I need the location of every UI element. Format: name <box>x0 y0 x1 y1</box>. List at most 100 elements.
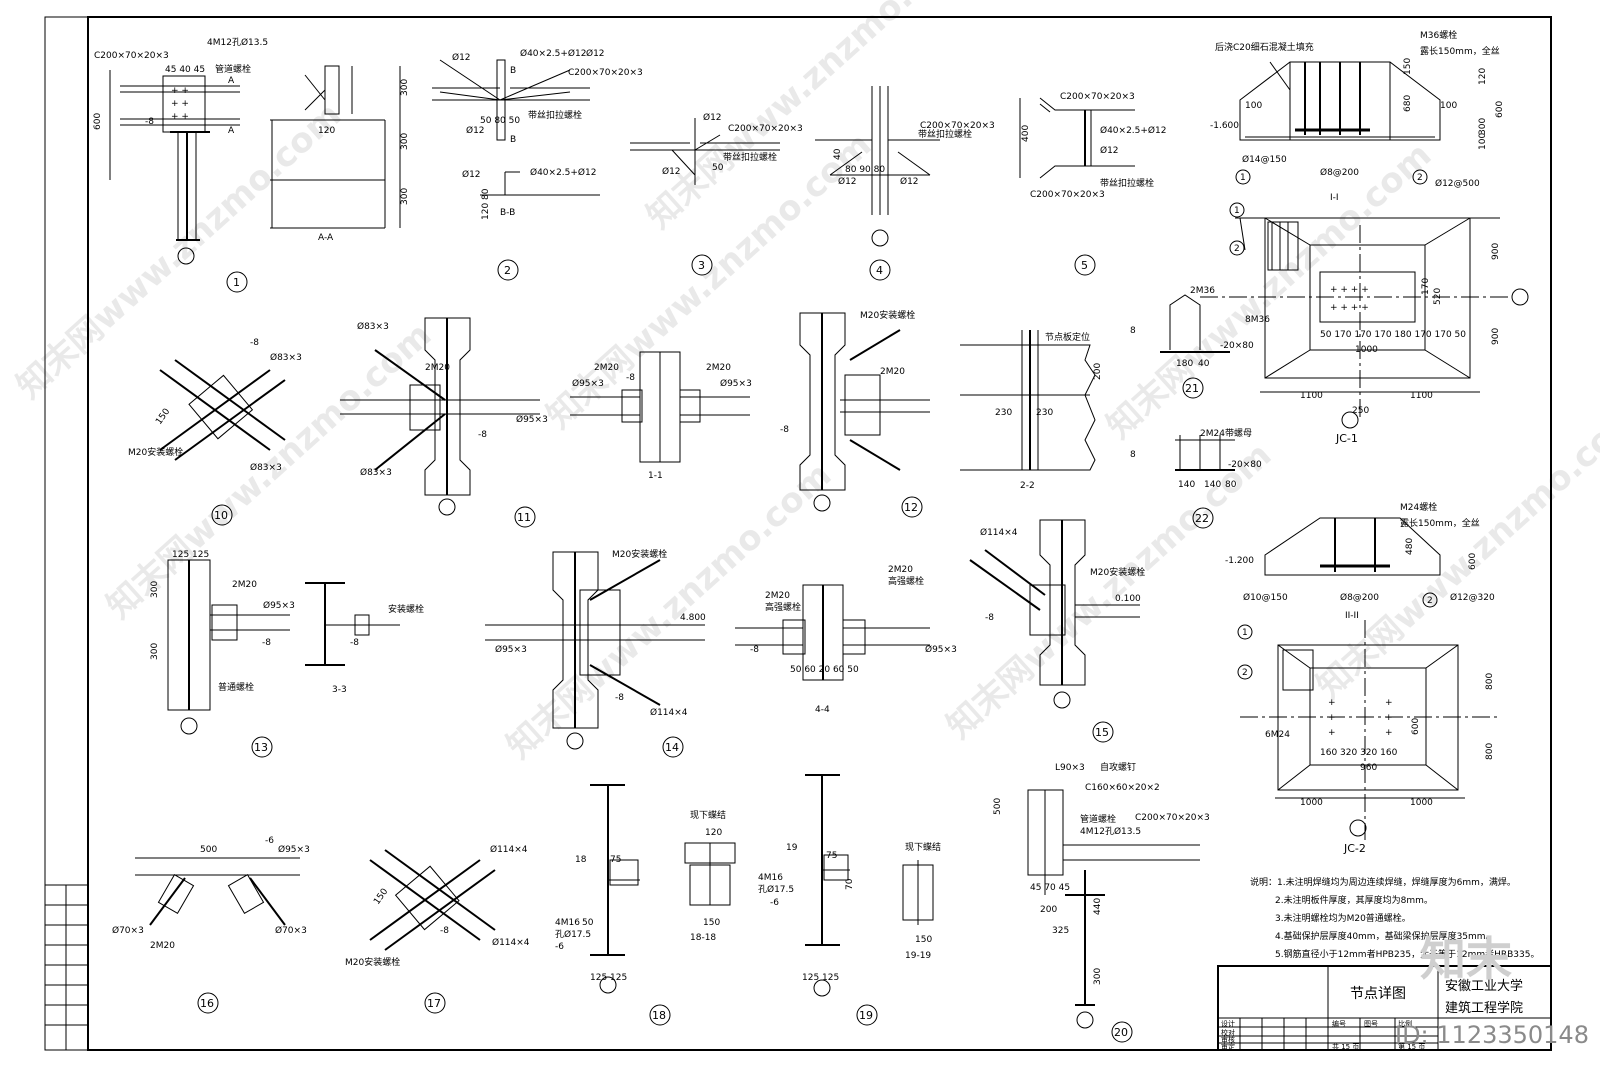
dims: 150 <box>154 407 172 427</box>
svg-text:170: 170 <box>1421 278 1431 295</box>
plate: -8 <box>478 430 487 440</box>
tube1: Ø95×3 <box>495 644 527 655</box>
section-1-1: 2M20 2M20 Ø95×3 Ø95×3 -8 1-1 <box>570 351 752 481</box>
section-label: 1-1 <box>648 471 663 481</box>
dims: 45 70 45 <box>1030 883 1070 893</box>
detail-number: 14 <box>665 741 679 754</box>
bolts: 2M20 <box>150 941 175 951</box>
d120: 120 <box>1478 68 1488 85</box>
d480: 480 <box>1405 538 1415 555</box>
detail-number: 22 <box>1195 512 1209 525</box>
plate: -8 <box>350 638 359 648</box>
tube2: Ø83×3 <box>250 462 282 473</box>
bolts: 4M12孔Ø13.5 <box>1080 826 1141 837</box>
d230a: 230 <box>995 408 1012 418</box>
rebar2: Ø8@200 <box>1340 592 1379 603</box>
d150: 150 <box>915 935 932 945</box>
svg-text:1: 1 <box>1234 206 1240 216</box>
sheet-info: 第 15 页 <box>1398 1042 1425 1051</box>
note-top: 后浇C20细石混凝土填充 <box>1215 41 1314 53</box>
half-l: 1100 <box>1300 391 1323 401</box>
plate: -8 <box>615 693 624 703</box>
svg-text:A: A <box>228 126 235 136</box>
detail-marker <box>226 271 248 293</box>
d300a: 300 <box>150 581 160 598</box>
note: 普通螺栓 <box>218 681 254 693</box>
detail-5: C200×70×20×3 Ø40×2.5+Ø12 Ø12 带丝扣拉螺栓 C200… <box>1019 92 1166 276</box>
elev: 4.800 <box>680 613 706 623</box>
svg-text:100: 100 <box>1478 133 1488 150</box>
rod-label2: Ø12 <box>662 166 681 177</box>
note-label: 带丝扣拉螺栓 <box>723 151 777 163</box>
row-label: 审核 <box>1221 1035 1235 1044</box>
note-label: 带丝扣拉螺栓 <box>918 128 972 140</box>
d200: 200 <box>1093 363 1103 380</box>
hole: 孔Ø17.5 <box>758 884 794 895</box>
detail-2: Ø12 Ø40×2.5+Ø12 Ø12 C200×70×20×3 带丝扣拉螺栓 … <box>432 48 643 281</box>
angle: L90×3 <box>1055 763 1085 773</box>
note-label: 管道螺栓 <box>215 63 251 75</box>
channel-label: C200×70×20×3 <box>94 51 169 61</box>
svg-text:2: 2 <box>1234 244 1240 254</box>
plate: -8 <box>440 926 449 936</box>
bolts: 2M20 <box>425 363 450 373</box>
dim-300b: 300 <box>400 133 410 150</box>
d300: 300 <box>1093 968 1103 985</box>
dims-label: 45 40 45 <box>165 65 205 75</box>
plate: -6 <box>265 836 274 846</box>
tube2: Ø83×3 <box>360 467 392 478</box>
sheet-info: 共 15 页 <box>1332 1042 1359 1051</box>
dim80: 80 <box>1225 480 1237 490</box>
dim40: 40 <box>1198 359 1210 369</box>
tube: Ø95×3 <box>263 600 295 611</box>
plate: -6 <box>555 942 564 952</box>
bolt: 2M24带螺母 <box>1200 428 1252 439</box>
plate: -8 <box>262 638 271 648</box>
plan-bolts: 8M36 <box>1245 315 1270 325</box>
svg-text:+ +: + + <box>171 86 189 96</box>
section-label: 3-3 <box>332 685 347 695</box>
rebar1: Ø10@150 <box>1243 592 1288 603</box>
detail-number: 10 <box>214 509 228 522</box>
plate: -8 <box>626 373 635 383</box>
elev: 0.100 <box>1115 594 1141 604</box>
svg-text:+: + <box>1328 698 1336 708</box>
bolts-r2: 高强螺栓 <box>888 575 924 587</box>
row-label: 设计 <box>1221 1019 1235 1028</box>
detail-3: Ø12 C200×70×20×3 带丝扣拉螺栓 50 Ø12 3 <box>630 112 803 276</box>
channel-bot: C200×70×20×3 <box>1030 190 1105 200</box>
plate: -20×80 <box>1220 341 1254 351</box>
svg-text:1: 1 <box>1240 173 1246 183</box>
plan-520: 520 <box>1433 288 1443 305</box>
rod-label2: Ø12 <box>586 48 605 59</box>
plate: -8 <box>250 338 259 348</box>
d150: 150 <box>703 918 720 928</box>
weld: 8 <box>1130 326 1136 336</box>
d200: 200 <box>1040 905 1057 915</box>
site-logo: 知末 <box>1420 932 1512 986</box>
rebar3: Ø12@320 <box>1450 592 1495 603</box>
dim-120: 120 <box>318 126 335 136</box>
svg-text:Ø12: Ø12 <box>900 176 919 187</box>
note1: 自攻螺钉 <box>1100 761 1136 773</box>
note-line: 说明：1.未注明焊缝均为周边连续焊缝，焊缝厚度为6mm，满焊。 <box>1250 876 1516 888</box>
dim-300a: 300 <box>400 79 410 96</box>
section-2-2: 节点板定位 200 230 230 2-2 <box>960 330 1103 491</box>
detail-17: Ø114×4 Ø114×4 M20安装螺栓 -8 150 17 <box>345 844 530 1014</box>
dims: 50 60 20 60 50 <box>790 665 859 675</box>
note-line: 4.基础保护层厚度40mm，基础梁保护层厚度35mm。 <box>1275 930 1495 942</box>
detail-13: 125 125 2M20 Ø95×3 -8 300 300 普通螺栓 13 <box>150 550 295 758</box>
detail-19: 4M16 孔Ø17.5 -6 125 125 19 75 70 19 现下蝶结 … <box>758 774 941 1026</box>
tube1: Ø83×3 <box>357 321 389 332</box>
detail-1: + ++ + + + C200×70×20×3 4M12孔Ø13.5 45 40… <box>93 37 410 293</box>
detail-14: M20安装螺栓 4.800 Ø95×3 Ø114×4 -8 14 <box>485 548 706 758</box>
d75: 75 <box>826 851 837 861</box>
svg-text:B: B <box>510 135 516 145</box>
d900a: 900 <box>1491 243 1501 260</box>
hole: 孔Ø17.5 <box>555 929 591 940</box>
bolt-label: M24螺栓 <box>1400 501 1437 513</box>
plate-label: -8 <box>145 117 154 127</box>
rod-label3: Ø12 <box>466 125 485 136</box>
section-3-3: 安装螺栓 -8 3-3 <box>305 582 424 695</box>
